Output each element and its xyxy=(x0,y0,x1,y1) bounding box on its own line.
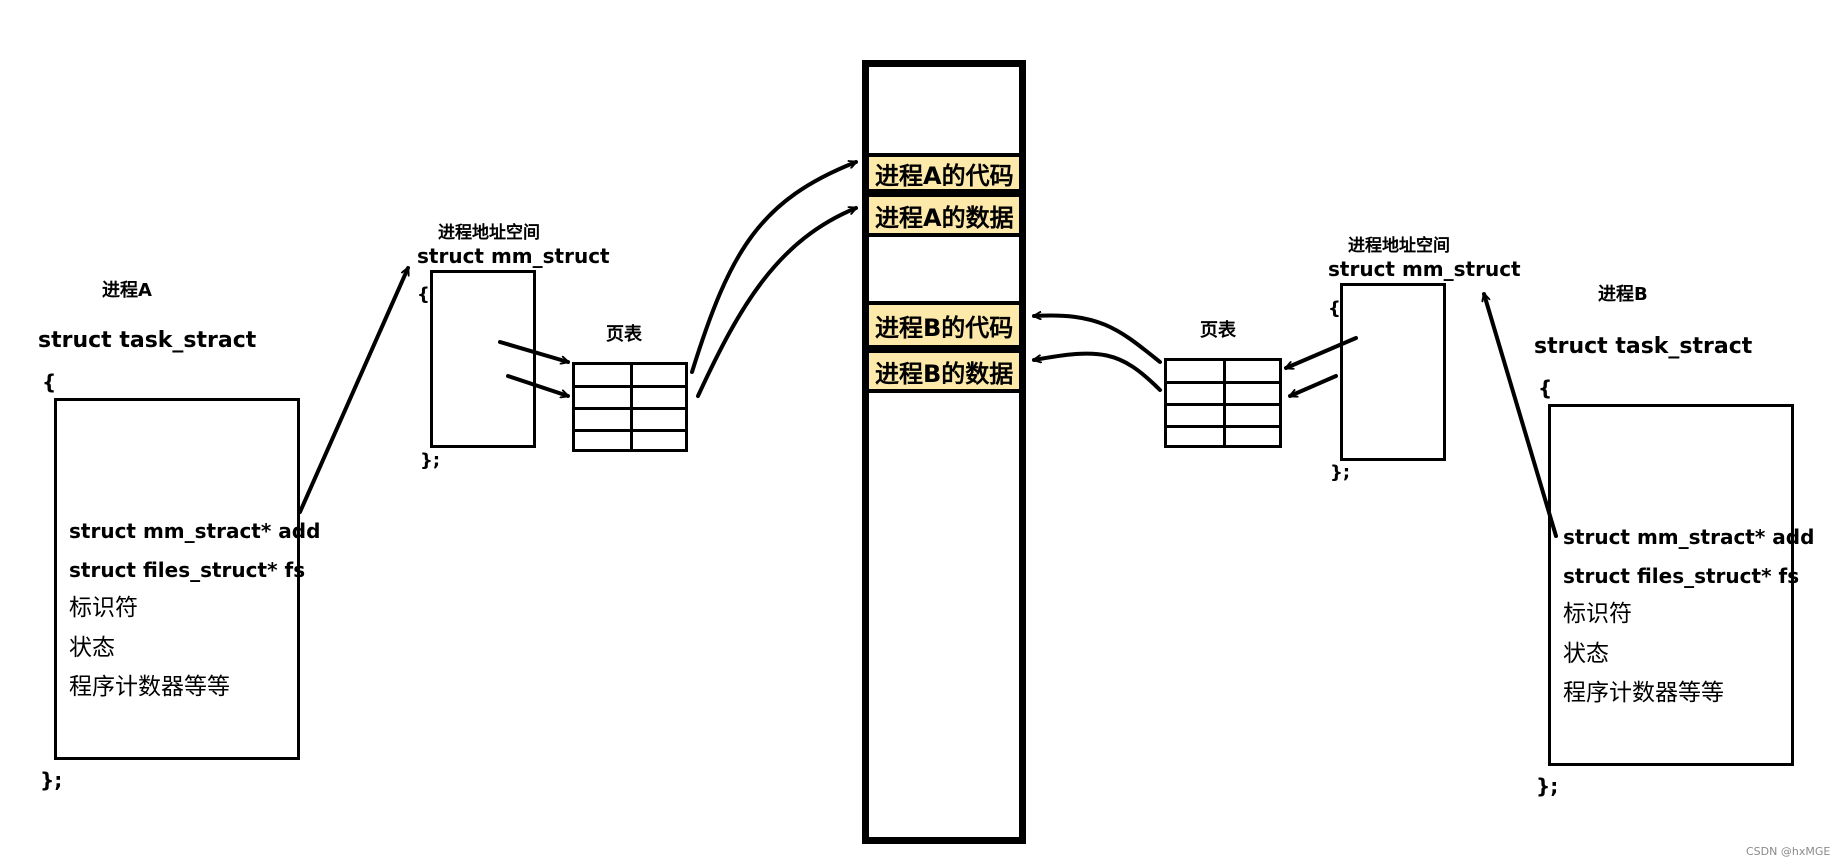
process-a-task-struct-box: struct mm_stract* add struct files_struc… xyxy=(54,398,320,760)
arrow-task-b-to-mm-b xyxy=(1484,292,1558,538)
arrow-mm-a-to-pt-a-1 xyxy=(498,340,570,362)
process-a-field-fs: struct files_struct* fs xyxy=(69,558,306,582)
process-b-close-brace: }; xyxy=(1536,774,1559,798)
memory-segment-b-code-label: 进程B的代码 xyxy=(875,313,1014,342)
process-b-field-fs: struct files_struct* fs xyxy=(1563,564,1800,588)
memory-segment-a-data: 进程A的数据 xyxy=(869,193,1019,237)
arrow-mm-b-to-pt-b-1 xyxy=(1284,336,1358,370)
page-table-a-label: 页表 xyxy=(606,324,642,345)
process-b-field-pc: 程序计数器等等 xyxy=(1563,680,1724,706)
mm-a-box xyxy=(430,270,536,448)
mm-b-box xyxy=(1340,283,1446,461)
mm-a-close-brace: }; xyxy=(420,450,441,471)
arrow-pt-a-to-a-code xyxy=(690,160,858,374)
arrow-pt-b-to-b-code xyxy=(1032,315,1162,364)
process-a-field-pc: 程序计数器等等 xyxy=(69,674,230,700)
process-b-field-state: 状态 xyxy=(1563,641,1609,667)
physical-memory: 进程A的代码 进程A的数据 进程B的代码 进程B的数据 xyxy=(862,60,1026,844)
memory-segment-b-data: 进程B的数据 xyxy=(869,349,1019,393)
process-a-close-brace: }; xyxy=(40,768,63,792)
memory-segment-a-data-label: 进程A的数据 xyxy=(875,203,1014,232)
mm-b-close-brace: }; xyxy=(1330,462,1351,483)
process-b-field-mm: struct mm_stract* add xyxy=(1563,525,1815,549)
page-table-b-grid xyxy=(1164,358,1282,448)
process-a-title: 进程A xyxy=(102,280,152,301)
arrow-pt-a-to-a-data xyxy=(696,206,858,398)
arrow-mm-a-to-pt-a-2 xyxy=(506,374,570,396)
process-b-title: 进程B xyxy=(1598,284,1648,305)
mm-a-open-brace: { xyxy=(417,284,430,305)
process-b-task-struct-box: struct mm_stract* add struct files_struc… xyxy=(1548,404,1814,766)
process-a-struct-header: struct task_stract xyxy=(38,328,257,353)
process-a-field-state: 状态 xyxy=(69,635,115,661)
process-b-field-id: 标识符 xyxy=(1563,601,1632,627)
page-table-a-grid xyxy=(572,362,688,452)
process-a-field-id: 标识符 xyxy=(69,595,138,621)
memory-segment-a-code: 进程A的代码 xyxy=(869,153,1019,193)
mm-b-struct-name: struct mm_struct xyxy=(1328,257,1521,281)
page-table-b-col-divider xyxy=(1223,361,1226,445)
mm-a-title: 进程地址空间 xyxy=(438,223,540,243)
mm-b-open-brace: { xyxy=(1328,298,1341,319)
page-table-a-col-divider xyxy=(630,365,633,449)
memory-segment-a-code-label: 进程A的代码 xyxy=(875,161,1014,190)
arrow-mm-b-to-pt-b-2 xyxy=(1288,374,1338,398)
mm-b-title: 进程地址空间 xyxy=(1348,236,1450,256)
process-a-open-brace: { xyxy=(42,370,57,394)
process-a-field-mm: struct mm_stract* add xyxy=(69,519,321,543)
process-b-open-brace: { xyxy=(1538,376,1553,400)
page-table-b-label: 页表 xyxy=(1200,320,1236,341)
arrow-pt-b-to-b-data xyxy=(1032,351,1162,392)
memory-segment-b-code: 进程B的代码 xyxy=(869,301,1019,349)
arrow-task-a-to-mm-a xyxy=(298,266,410,514)
memory-segment-b-data-label: 进程B的数据 xyxy=(875,359,1014,388)
watermark: CSDN @hxMGE xyxy=(1746,845,1831,858)
process-b-struct-header: struct task_stract xyxy=(1534,334,1753,359)
mm-a-struct-name: struct mm_struct xyxy=(417,244,610,268)
